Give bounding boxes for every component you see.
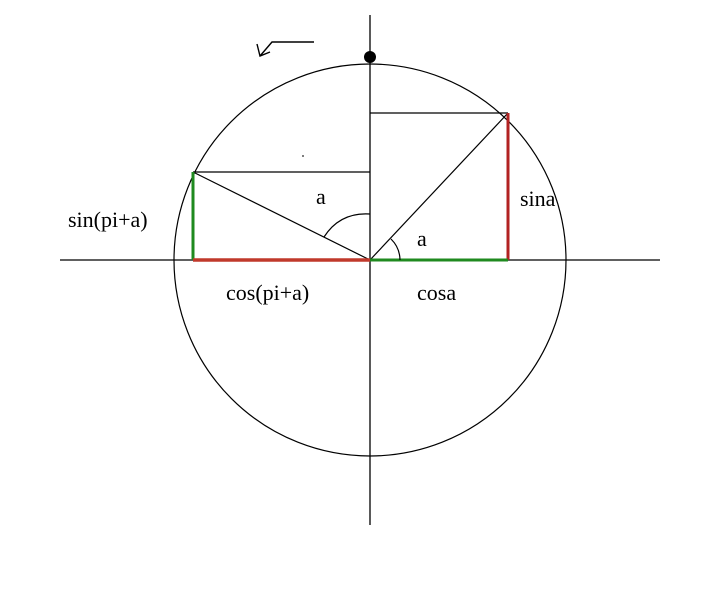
radius-to-angle-pi-plus-a — [192, 171, 371, 261]
counterclockwise-arrow-icon — [256, 41, 314, 57]
label-sin-a: sina — [520, 186, 556, 211]
label-sin-pi-plus-a: sin(pi+a) — [68, 207, 148, 232]
angle-a-arc-lower — [390, 238, 401, 261]
label-cos-a: cosa — [417, 280, 456, 305]
label-angle-upper: a — [316, 184, 326, 209]
label-cos-pi-plus-a: cos(pi+a) — [226, 280, 309, 305]
label-angle-lower: a — [417, 226, 427, 251]
angle-a-arc-upper — [323, 213, 371, 238]
filled-dot-icon — [364, 51, 376, 63]
unit-circle — [173, 63, 567, 457]
radius-to-angle-a — [369, 112, 509, 261]
stray-mark — [302, 155, 304, 157]
